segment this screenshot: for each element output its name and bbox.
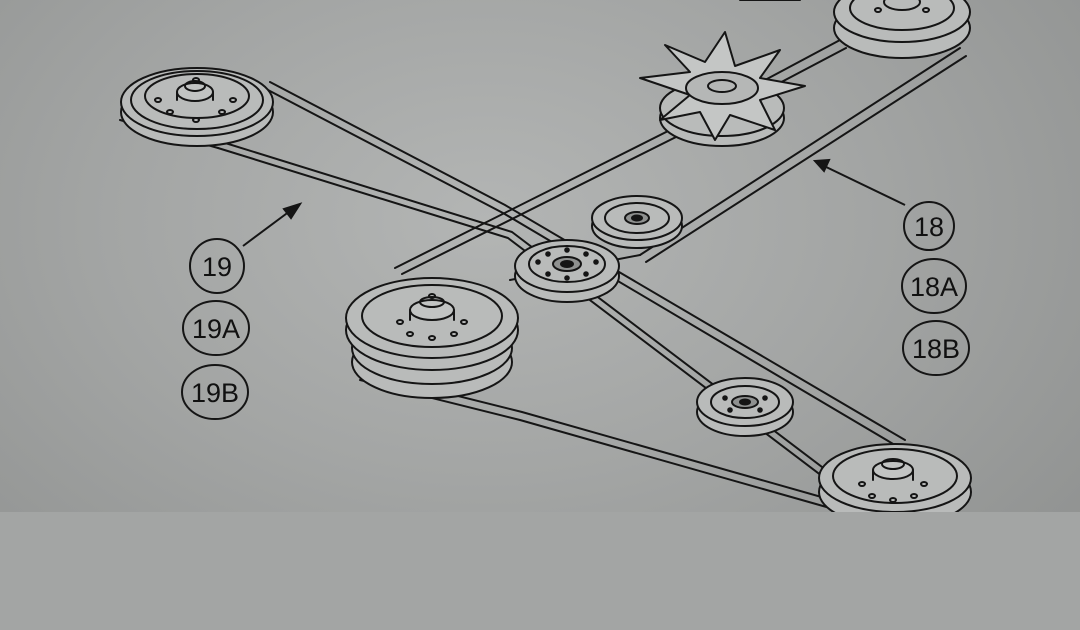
idler-pulley-center — [514, 239, 620, 303]
fan-pulley — [639, 31, 806, 147]
callout-18: 18 — [903, 201, 955, 251]
callout-19: 19 — [189, 238, 245, 294]
callout-19-label: 19 — [202, 252, 232, 282]
pulley-bottom-right — [818, 443, 972, 527]
leader-line-18 — [821, 164, 906, 206]
callout-19b-label: 19B — [191, 378, 239, 408]
leader-line-19 — [242, 207, 295, 247]
callout-19b: 19B — [181, 364, 249, 420]
pulley-center-left — [345, 277, 519, 399]
callout-18a: 18A — [901, 258, 967, 314]
callout-group-19: 19 19A 19B — [181, 238, 250, 420]
arrowhead-18-icon — [812, 158, 831, 173]
callout-18a-label: 18A — [910, 272, 958, 302]
idler-pulley-lower — [696, 377, 794, 437]
callout-18b: 18B — [902, 320, 970, 376]
arrowhead-19-icon — [282, 202, 303, 220]
callout-18-label: 18 — [914, 212, 944, 242]
callout-18b-label: 18B — [912, 334, 960, 364]
idler-pulley-upper — [591, 195, 683, 249]
callout-19a-label: 19A — [192, 314, 240, 344]
pulley-top-left — [120, 67, 274, 147]
callout-19a: 19A — [182, 300, 250, 356]
paper-lower-margin — [0, 512, 1080, 630]
leader-arrows — [242, 158, 906, 247]
pulley-top-right — [833, 0, 971, 59]
belt-19 — [119, 81, 906, 521]
callout-group-18: 18 18A 18B — [901, 201, 970, 376]
